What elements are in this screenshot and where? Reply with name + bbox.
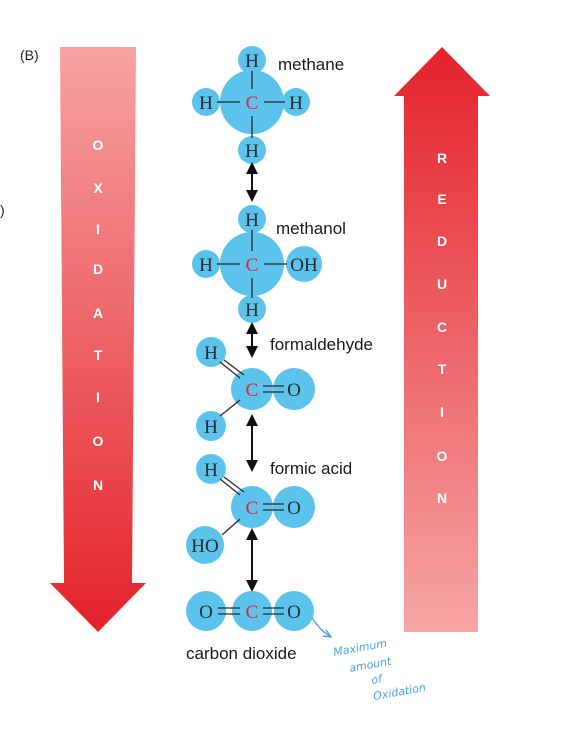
atom-h: H <box>204 343 218 364</box>
atom-h: H <box>289 93 303 114</box>
note-line: Maximum <box>332 637 388 659</box>
reduction-letter: D <box>437 233 447 249</box>
oxidation-letter: A <box>93 305 103 321</box>
reduction-label: R E D U C T I O N <box>437 150 448 506</box>
formaldehyde-label: formaldehyde <box>270 335 373 354</box>
hydroxyl-group: OH <box>290 255 318 276</box>
oxidation-letter: O <box>93 433 104 449</box>
oxidation-letter: T <box>94 347 103 363</box>
oxidation-arrow: O X I D A T I O N <box>50 47 146 632</box>
oxidation-letter: X <box>93 180 103 196</box>
atom-h: H <box>199 255 213 276</box>
atom-h: H <box>245 300 259 321</box>
atom-h: H <box>204 417 218 438</box>
handwritten-arrow <box>311 617 331 637</box>
formic-acid-label: formic acid <box>270 459 352 478</box>
reduction-arrow: R E D U C T I O N <box>394 47 490 632</box>
oxidation-letter: D <box>93 261 103 277</box>
oxidation-label: O X I D A T I O N <box>93 137 104 493</box>
atom-c: C <box>246 602 259 623</box>
reduction-letter: I <box>440 404 444 420</box>
note-line: of <box>370 672 385 687</box>
carbon-dioxide-molecule: O C O carbon dioxide <box>186 591 314 663</box>
atom-c: C <box>246 93 259 114</box>
note-line: amount <box>348 655 393 675</box>
panel-label: (B) <box>20 47 39 63</box>
oxidation-letter: I <box>96 221 100 237</box>
hydroxyl-group: HO <box>191 536 218 557</box>
reduction-letter: E <box>437 191 446 207</box>
atom-c: C <box>246 380 259 401</box>
atom-h: H <box>245 51 259 72</box>
oxidation-letter: O <box>93 137 104 153</box>
methanol-molecule: H H C OH H methanol <box>192 205 346 323</box>
atom-c: C <box>246 498 259 519</box>
atom-o: O <box>287 498 301 519</box>
oxidation-letter: I <box>96 389 100 405</box>
reduction-letter: N <box>437 490 447 506</box>
reduction-letter: O <box>437 448 448 464</box>
atom-o: O <box>199 602 213 623</box>
reduction-letter: R <box>437 150 447 166</box>
atom-o: O <box>287 602 301 623</box>
handwritten-arrowhead <box>322 629 333 638</box>
reduction-letter: T <box>438 361 447 377</box>
oxidation-letter: N <box>93 477 103 493</box>
atom-h: H <box>199 93 213 114</box>
methane-label: methane <box>278 55 344 74</box>
atom-h: H <box>204 460 218 481</box>
atom-c: C <box>246 255 259 276</box>
reduction-letter: U <box>437 276 447 292</box>
atom-h: H <box>245 210 259 231</box>
atom-h: H <box>245 141 259 162</box>
formic-acid-molecule: H C O HO formic acid <box>186 454 352 564</box>
methane-molecule: H H C H H methane <box>192 46 344 164</box>
reduction-letter: C <box>437 319 447 335</box>
formaldehyde-molecule: H C O H formaldehyde <box>196 335 373 441</box>
carbon-dioxide-label: carbon dioxide <box>186 644 297 663</box>
methanol-label: methanol <box>276 219 346 238</box>
edge-mark: ) <box>0 202 5 218</box>
atom-o: O <box>287 380 301 401</box>
